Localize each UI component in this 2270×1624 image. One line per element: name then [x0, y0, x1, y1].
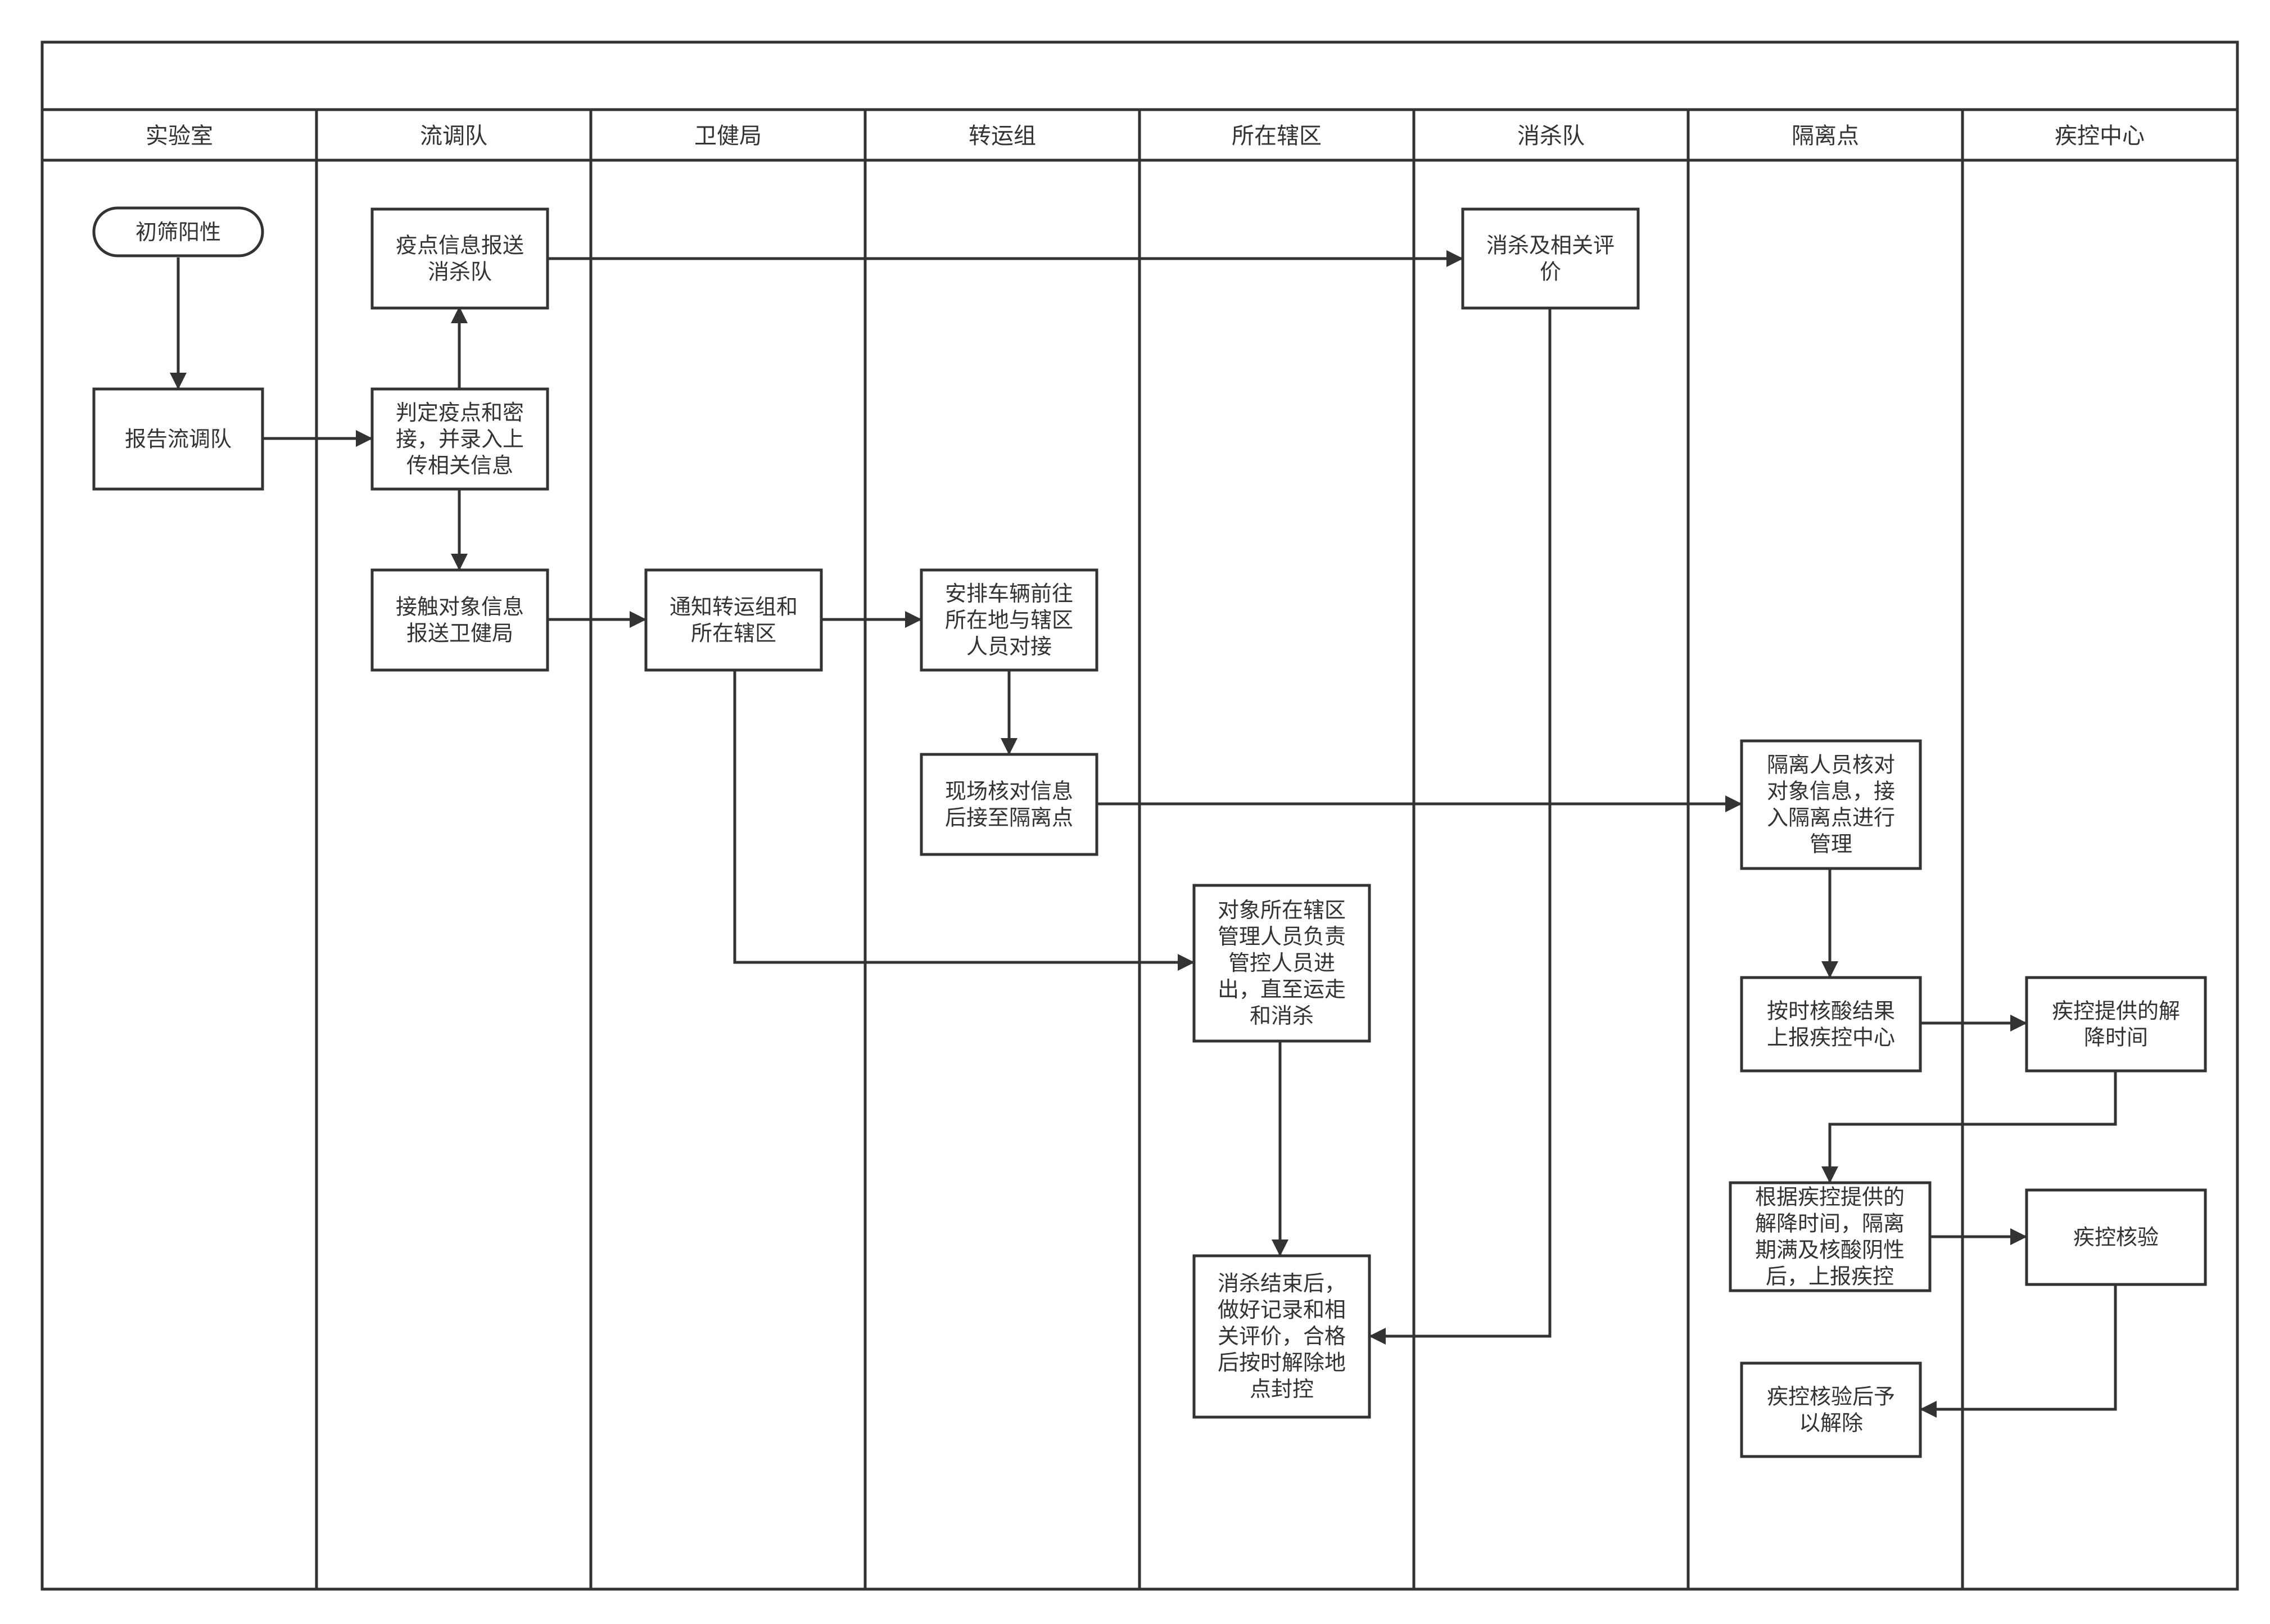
node-label-report-nucleic: 按时核酸结果上报疾控中心 [1767, 999, 1895, 1050]
node-label-line: 管控人员进 [1228, 951, 1335, 975]
node-label-line: 做好记录和相 [1218, 1297, 1346, 1322]
lane-separators [315, 110, 1964, 1589]
node-label-epi-to-disinfect: 疫点信息报送消杀队 [396, 233, 524, 284]
node-label-cdc-check: 疾控核验 [2073, 1225, 2159, 1250]
node-label-line: 安排车辆前往 [945, 581, 1073, 606]
edge-disinfect-unseal [1369, 308, 1552, 1345]
connectors [170, 250, 2117, 1418]
node-label-line: 后接至隔离点 [945, 806, 1073, 830]
node-arrange[interactable] [920, 568, 1098, 672]
lane-label-liudiao: 流调队 [420, 123, 487, 149]
node-label-line: 接触对象信息 [396, 595, 524, 619]
lane-label-weijian: 卫健局 [694, 123, 762, 149]
node-label-line: 报告流调队 [125, 427, 232, 451]
node-verify[interactable] [920, 753, 1098, 856]
node-label-line: 疾控核验后予 [1767, 1385, 1895, 1409]
node-label-line: 和消杀 [1250, 1003, 1314, 1028]
node-label-line: 隔离人员核对 [1767, 753, 1895, 777]
node-notify[interactable] [644, 568, 823, 672]
node-label-line: 现场核对信息 [945, 779, 1073, 804]
node-report-nucleic[interactable] [1740, 976, 1922, 1073]
lane-label-xiaosha: 消杀队 [1517, 123, 1585, 149]
node-label-disinfect-eval: 消杀及相关评价 [1486, 233, 1615, 284]
node-release[interactable] [1740, 1361, 1922, 1458]
node-label-line: 疾控核验 [2073, 1225, 2159, 1250]
node-label-line: 接，并录入上 [396, 427, 524, 451]
node-lift-after[interactable] [1729, 1181, 1932, 1292]
lane-label-lab: 实验室 [146, 123, 213, 149]
edge-notify-district [733, 670, 1195, 971]
node-label-line: 消杀队 [428, 260, 492, 284]
lane-label-geli: 隔离点 [1792, 123, 1859, 149]
edge-check-release [1920, 1284, 2117, 1418]
node-label-line: 人员对接 [966, 634, 1052, 659]
node-label-line: 降时间 [2084, 1025, 2148, 1050]
node-label-line: 按时核酸结果 [1767, 999, 1895, 1024]
node-label-arrange: 安排车辆前往所在地与辖区人员对接 [945, 581, 1073, 659]
node-label-line: 所在辖区 [691, 621, 776, 646]
node-label-line: 期满及核酸阴性 [1755, 1238, 1905, 1263]
node-contact-to-health[interactable] [370, 568, 549, 672]
lane-label-jikong: 疾控中心 [2055, 123, 2145, 149]
node-label-isolation-check: 隔离人员核对对象信息，接入隔离点进行管理 [1767, 753, 1895, 857]
node-unseal[interactable] [1192, 1254, 1371, 1419]
node-label-line: 后按时解除地 [1218, 1350, 1346, 1375]
node-label-cdc-time: 疾控提供的解降时间 [2052, 999, 2180, 1050]
node-report[interactable] [92, 387, 264, 491]
node-label-line: 对象所在辖区 [1218, 898, 1346, 922]
node-label-line: 消杀结束后， [1218, 1271, 1346, 1296]
node-label-line: 对象信息，接 [1767, 779, 1895, 804]
node-label-line: 消杀及相关评 [1486, 233, 1615, 258]
node-label-line: 所在地与辖区 [945, 608, 1073, 632]
node-labels: 初筛阳性 报告流调队 判定疫点和密接，并录入上传相关信息 疫点信息报送消杀队 接… [125, 220, 2180, 1436]
node-district-manage[interactable] [1192, 884, 1371, 1043]
node-label-verify: 现场核对信息后接至隔离点 [945, 779, 1073, 830]
node-label-release: 疾控核验后予以解除 [1767, 1385, 1895, 1436]
node-label-line: 点封控 [1250, 1377, 1314, 1401]
node-label-line: 入隔离点进行 [1767, 806, 1895, 830]
node-label-line: 出，直至运走 [1218, 977, 1346, 1002]
node-label-line: 传相关信息 [406, 453, 513, 478]
node-label-line: 管理 [1810, 832, 1852, 857]
node-label-line: 解降时间，隔离 [1755, 1211, 1905, 1236]
edge-cdc-lift [1821, 1071, 2117, 1183]
node-label-unseal: 消杀结束后，做好记录和相关评价，合格后按时解除地点封控 [1218, 1271, 1346, 1401]
node-label-line: 后，上报疾控 [1766, 1264, 1894, 1289]
node-isolation-check[interactable] [1740, 739, 1922, 870]
node-label-line: 根据疾控提供的 [1755, 1185, 1905, 1210]
node-cdc-time[interactable] [2025, 976, 2207, 1073]
node-label-contact-to-health: 接触对象信息报送卫健局 [396, 595, 524, 646]
node-epi-to-disinfect[interactable] [370, 207, 549, 310]
node-label-line: 管理人员负责 [1218, 924, 1346, 949]
node-label-line: 疫点信息报送 [396, 233, 524, 258]
node-label-line: 关评价，合格 [1218, 1324, 1346, 1349]
node-label-line: 疾控提供的解 [2052, 999, 2180, 1024]
lane-label-zhuanyun: 转运组 [969, 123, 1036, 149]
node-shapes [92, 206, 2207, 1458]
node-label-judge: 判定疫点和密接，并录入上传相关信息 [396, 400, 524, 478]
start-terminal[interactable] [92, 206, 264, 257]
node-label-line: 报送卫健局 [406, 621, 513, 646]
node-label-line: 通知转运组和 [670, 595, 798, 619]
node-label-report: 报告流调队 [125, 427, 232, 451]
lane-label-xiaqu: 所在辖区 [1232, 123, 1322, 149]
node-cdc-check[interactable] [2025, 1188, 2207, 1286]
node-label-lift-after: 根据疾控提供的解降时间，隔离期满及核酸阴性后，上报疾控 [1755, 1185, 1905, 1289]
node-label-line: 以解除 [1799, 1411, 1863, 1436]
node-label-line: 判定疫点和密 [396, 400, 524, 425]
node-label-notify: 通知转运组和所在辖区 [670, 595, 798, 646]
node-label-line: 初筛阳性 [135, 220, 221, 245]
node-judge[interactable] [370, 387, 549, 491]
lane-labels: 实验室 流调队 卫健局 转运组 所在辖区 消杀队 隔离点 疾控中心 [146, 123, 2145, 149]
node-label-line: 价 [1540, 260, 1561, 284]
node-disinfect-eval[interactable] [1461, 207, 1640, 310]
node-label-district-manage: 对象所在辖区管理人员负责管控人员进出，直至运走和消杀 [1218, 898, 1346, 1028]
node-label-start: 初筛阳性 [135, 220, 221, 245]
node-label-line: 上报疾控中心 [1767, 1025, 1895, 1050]
